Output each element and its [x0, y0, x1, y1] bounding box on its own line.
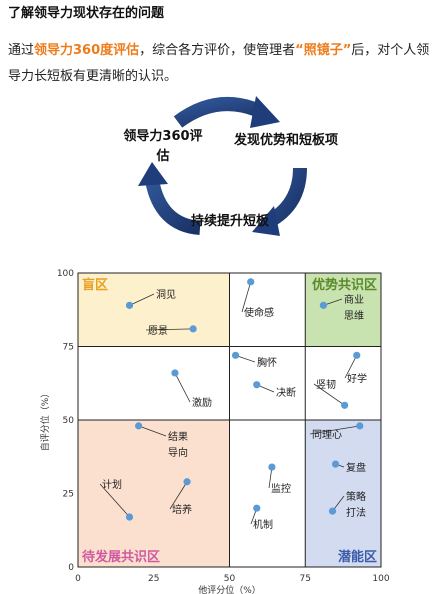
blind-zone-bg [78, 273, 230, 347]
quadrant-label-3: 潜能区 [338, 549, 377, 565]
data-point [125, 301, 134, 309]
x-tick-label: 50 [224, 574, 236, 584]
x-tick-label: 100 [372, 574, 389, 584]
data-point [356, 422, 364, 430]
cycle-arrowhead-top [250, 96, 280, 128]
point-label: 激励 [192, 396, 212, 409]
point-label: 监控 [271, 482, 291, 495]
potential-zone-bg [305, 420, 381, 567]
point-leader-line [241, 281, 252, 313]
intro-text-2: ，综合各方评价，使管理者 [139, 43, 296, 58]
point-label: 计划 [102, 478, 122, 491]
point-leader-line [129, 293, 155, 306]
quadrant-label-1: 优势共识区 [312, 277, 377, 293]
x-tick-label: 0 [75, 574, 81, 584]
y-axis-label: 自评分位（%） [39, 389, 51, 452]
point-leader-line [313, 383, 345, 406]
intro-text-1: 通过 [8, 43, 35, 58]
data-point [247, 278, 255, 286]
data-point [183, 478, 191, 486]
data-point [353, 351, 361, 359]
point-leader-line [169, 481, 188, 510]
data-point [171, 369, 179, 377]
cycle-arrow-top [173, 97, 265, 128]
point-label: 好学 [347, 372, 367, 385]
cycle-step-discover: 发现优势和短板项 [234, 133, 339, 148]
data-point [253, 504, 261, 512]
data-point [341, 401, 349, 409]
point-label: 洞见 [156, 289, 176, 301]
cycle-arrow-left [145, 178, 201, 235]
quadrant-label-0: 盲区 [82, 277, 108, 293]
data-point [231, 351, 240, 359]
point-label: 愿景 [148, 325, 168, 337]
data-point [328, 507, 337, 515]
intro-text-3: 后，对个人领导力长短板有更清晰的认识。 [8, 43, 430, 84]
cycle-diagram [138, 96, 307, 236]
data-point [253, 381, 261, 389]
section-title: 了解领导力现状存在的问题 [8, 6, 165, 21]
data-point [125, 513, 134, 521]
point-label: 决断 [276, 386, 296, 399]
intro-highlight-360: 领导力360度评估 [34, 43, 140, 58]
strength-zone-bg [305, 273, 381, 347]
cycle-arrowhead-left [138, 162, 168, 186]
quadrant-label-2: 待发展共识区 [81, 549, 160, 565]
y-tick-label: 75 [63, 343, 74, 353]
point-label: 培养 [172, 503, 192, 516]
cycle-step-improve: 持续提升短板 [190, 214, 269, 229]
cycle-arrowhead-right [252, 206, 280, 236]
point-leader-line [145, 328, 194, 331]
y-tick-label: 100 [57, 269, 74, 279]
point-leader-line [99, 483, 130, 518]
data-point [135, 422, 143, 430]
cycle-step-assessment: 领导力360评估 [123, 129, 203, 164]
y-tick-label: 0 [68, 563, 74, 573]
point-label: 复盘 [346, 461, 366, 474]
point-label: 竖韧 [316, 379, 336, 391]
point-label: 胸怀 [257, 356, 277, 369]
point-leader-line [309, 425, 360, 435]
data-point [268, 463, 276, 471]
point-label: 结果导向 [168, 430, 188, 459]
point-label: 使命感 [244, 306, 274, 319]
intro-paragraph: 通过领导力360度评估，综合各方评价，使管理者“照镜子”后，对个人领导力长短板有… [8, 38, 430, 90]
x-tick-label: 75 [300, 574, 311, 584]
intro-highlight-mirror: “照镜子” [295, 43, 352, 58]
y-tick-label: 50 [63, 416, 75, 426]
data-point [331, 460, 340, 468]
data-point [189, 325, 197, 333]
x-axis-label: 他评分位（%） [198, 584, 261, 594]
point-leader-line [174, 372, 191, 403]
point-leader-line [138, 425, 167, 437]
y-tick-label: 25 [63, 490, 74, 500]
point-label: 商业思维 [344, 293, 364, 322]
point-label: 机制 [253, 518, 273, 531]
point-label: 策略打法 [346, 490, 366, 519]
point-label: 同理心 [312, 429, 342, 441]
x-tick-label: 25 [148, 574, 159, 584]
point-leader-line [344, 355, 358, 379]
develop-zone-bg [78, 420, 230, 567]
data-point [319, 301, 328, 309]
